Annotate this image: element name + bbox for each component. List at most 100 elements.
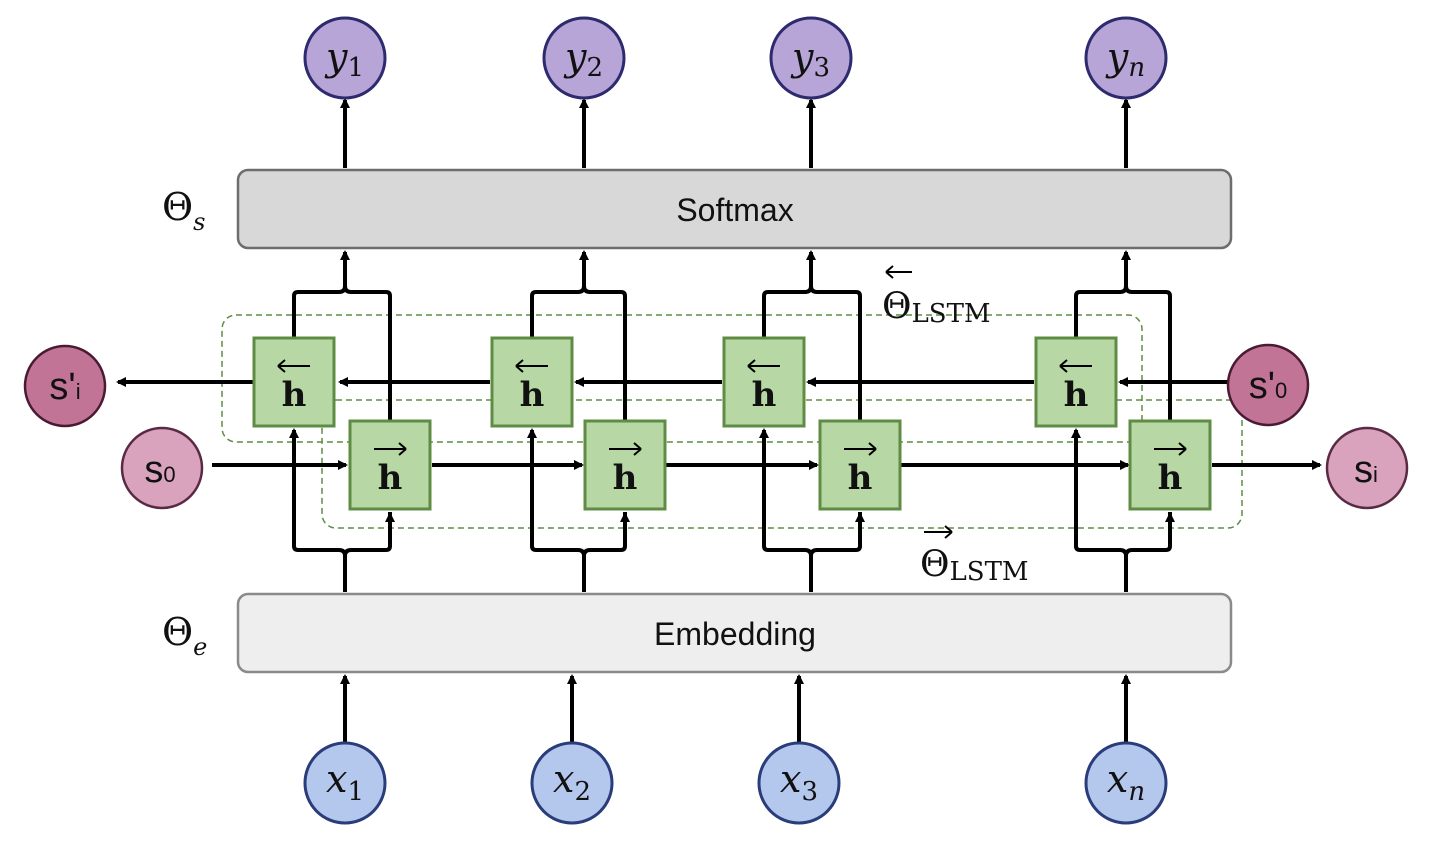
lstm-forward-cell-n: h [1128, 419, 1212, 511]
output-node-3: y3 [769, 16, 853, 100]
lstm-backward-cell-1-label: h [282, 375, 307, 415]
lstm-backward-cell-2-label: h [520, 375, 545, 415]
state-node-si: si [1325, 426, 1409, 510]
lstm-forward-cell-3-box [818, 419, 902, 511]
split-fwd-2 [582, 512, 627, 557]
merge-fwd-n [1124, 285, 1172, 420]
state-node-s-prime-i-circle [23, 344, 107, 428]
split-bwd-3 [762, 444, 813, 557]
output-node-1-circle [303, 16, 387, 100]
lstm-backward-cell-2-box [490, 336, 574, 428]
lstm-backward-cell-1-left-arrow-icon [277, 359, 310, 373]
lstm-forward-cell-2-box [583, 419, 667, 511]
output-node-2-label: y2 [563, 35, 603, 83]
input-node-n-label: xn [1107, 757, 1145, 807]
lstm-backward-cell-2: h [490, 336, 574, 428]
split-bwd-n [1074, 444, 1128, 557]
lstm-backward-cell-2-left-arrow-icon [515, 359, 548, 373]
input-node-3-circle [757, 741, 841, 825]
lstm-forward-cell-n-box [1128, 419, 1212, 511]
state-node-s0-label: s0 [144, 449, 175, 491]
input-node-1-circle [303, 741, 387, 825]
merge-fwd-2 [582, 285, 627, 420]
embedding-layer [236, 592, 1233, 674]
state-node-s-prime-i-label: s'i [49, 366, 80, 408]
lstm-forward-cell-1-box [348, 419, 432, 511]
merge-bwd-n [1074, 285, 1128, 338]
lstm-backward-cell-3-box [722, 336, 806, 428]
state-node-s-prime-0: s'0 [1226, 343, 1310, 427]
output-node-1: y1 [303, 16, 387, 100]
softmax-label: Softmax [676, 192, 793, 228]
lstm-backward-cell-1: h [252, 336, 336, 428]
lstm-forward-cell-2-right-arrow-icon [609, 442, 642, 456]
merge-fwd-3 [809, 285, 862, 420]
input-node-n-circle [1084, 741, 1168, 825]
output-node-n-circle [1084, 16, 1168, 100]
input-node-2: x2 [530, 741, 614, 825]
backward-lstm-param-text: ΘLSTM [882, 286, 991, 329]
output-node-2-circle [542, 16, 626, 100]
state-node-s0: s0 [120, 426, 204, 510]
split-bwd-1 [292, 444, 347, 557]
lstm-forward-cell-2-label: h [613, 458, 638, 498]
output-node-n: yn [1084, 16, 1168, 100]
merge-bwd-2 [530, 285, 586, 338]
input-node-n: xn [1084, 741, 1168, 825]
split-bwd-2 [530, 444, 586, 557]
lstm-forward-cell-1: h [348, 419, 432, 511]
lstm-backward-cell-n-box [1034, 336, 1118, 428]
split-fwd-1 [343, 512, 392, 557]
softmax-param-sub: s [193, 208, 205, 236]
split-fwd-3 [809, 512, 862, 557]
state-node-si-label: si [1354, 449, 1378, 491]
forward-lstm-param-text: ΘLSTM [920, 544, 1029, 587]
input-node-1: x1 [303, 741, 387, 825]
input-node-1-label: x1 [326, 757, 364, 807]
backward-lstm-param-symbol: Θ [882, 286, 912, 327]
softmax-param-symbol: Θ [162, 185, 193, 229]
lstm-backward-cell-n: h [1034, 336, 1118, 428]
merge-bwd-3 [762, 285, 813, 338]
lstm-backward-cell-3-left-arrow-icon [747, 359, 780, 373]
lstm-backward-cell-n-left-arrow-icon [1059, 359, 1092, 373]
state-node-s-prime-0-label: s'0 [1249, 365, 1288, 407]
output-node-3-circle [769, 16, 853, 100]
output-node-n-label: yn [1105, 35, 1145, 83]
output-node-2: y2 [542, 16, 626, 100]
softmax-param: Θs [162, 185, 205, 236]
backward-lstm-param-arrowhead [885, 265, 894, 279]
state-node-s-prime-i: s'i [23, 344, 107, 428]
forward-lstm-param: ΘLSTM [920, 525, 1029, 587]
forward-lstm-param-symbol: Θ [920, 544, 950, 585]
backward-lstm-param-sub: LSTM [912, 299, 991, 329]
lstm-forward-cell-3-right-arrow-icon [844, 442, 877, 456]
state-node-si-circle [1325, 426, 1409, 510]
lstm-forward-cell-n-right-arrow-icon [1154, 442, 1187, 456]
input-node-2-label: x2 [553, 757, 591, 807]
state-node-s-prime-0-circle [1226, 343, 1310, 427]
output-node-3-label: y3 [790, 35, 830, 83]
embedding-param-sub: e [193, 633, 207, 661]
input-node-3-label: x3 [780, 757, 818, 807]
input-node-3: x3 [757, 741, 841, 825]
embedding-param-symbol: Θ [162, 610, 193, 654]
time-step-connectors [289, 98, 1175, 742]
backward-lstm-param: ΘLSTM [882, 265, 991, 329]
backward-lstm-group [221, 314, 1143, 443]
lstm-backward-cell-3-label: h [752, 375, 777, 415]
lstm-backward-cell-3: h [722, 336, 806, 428]
softmax-layer [236, 168, 1233, 250]
lstm-forward-cell-1-right-arrow-icon [374, 442, 407, 456]
embedding-param: Θe [162, 610, 207, 661]
lstm-forward-cell-2: h [583, 419, 667, 511]
output-node-1-label: y1 [324, 35, 364, 83]
forward-lstm-param-arrowhead [944, 525, 953, 539]
lstm-backward-cell-n-label: h [1064, 375, 1089, 415]
input-node-2-circle [530, 741, 614, 825]
lstm-forward-cell-n-label: h [1158, 458, 1183, 498]
embedding-label: Embedding [654, 616, 816, 652]
state-node-s0-circle [120, 426, 204, 510]
